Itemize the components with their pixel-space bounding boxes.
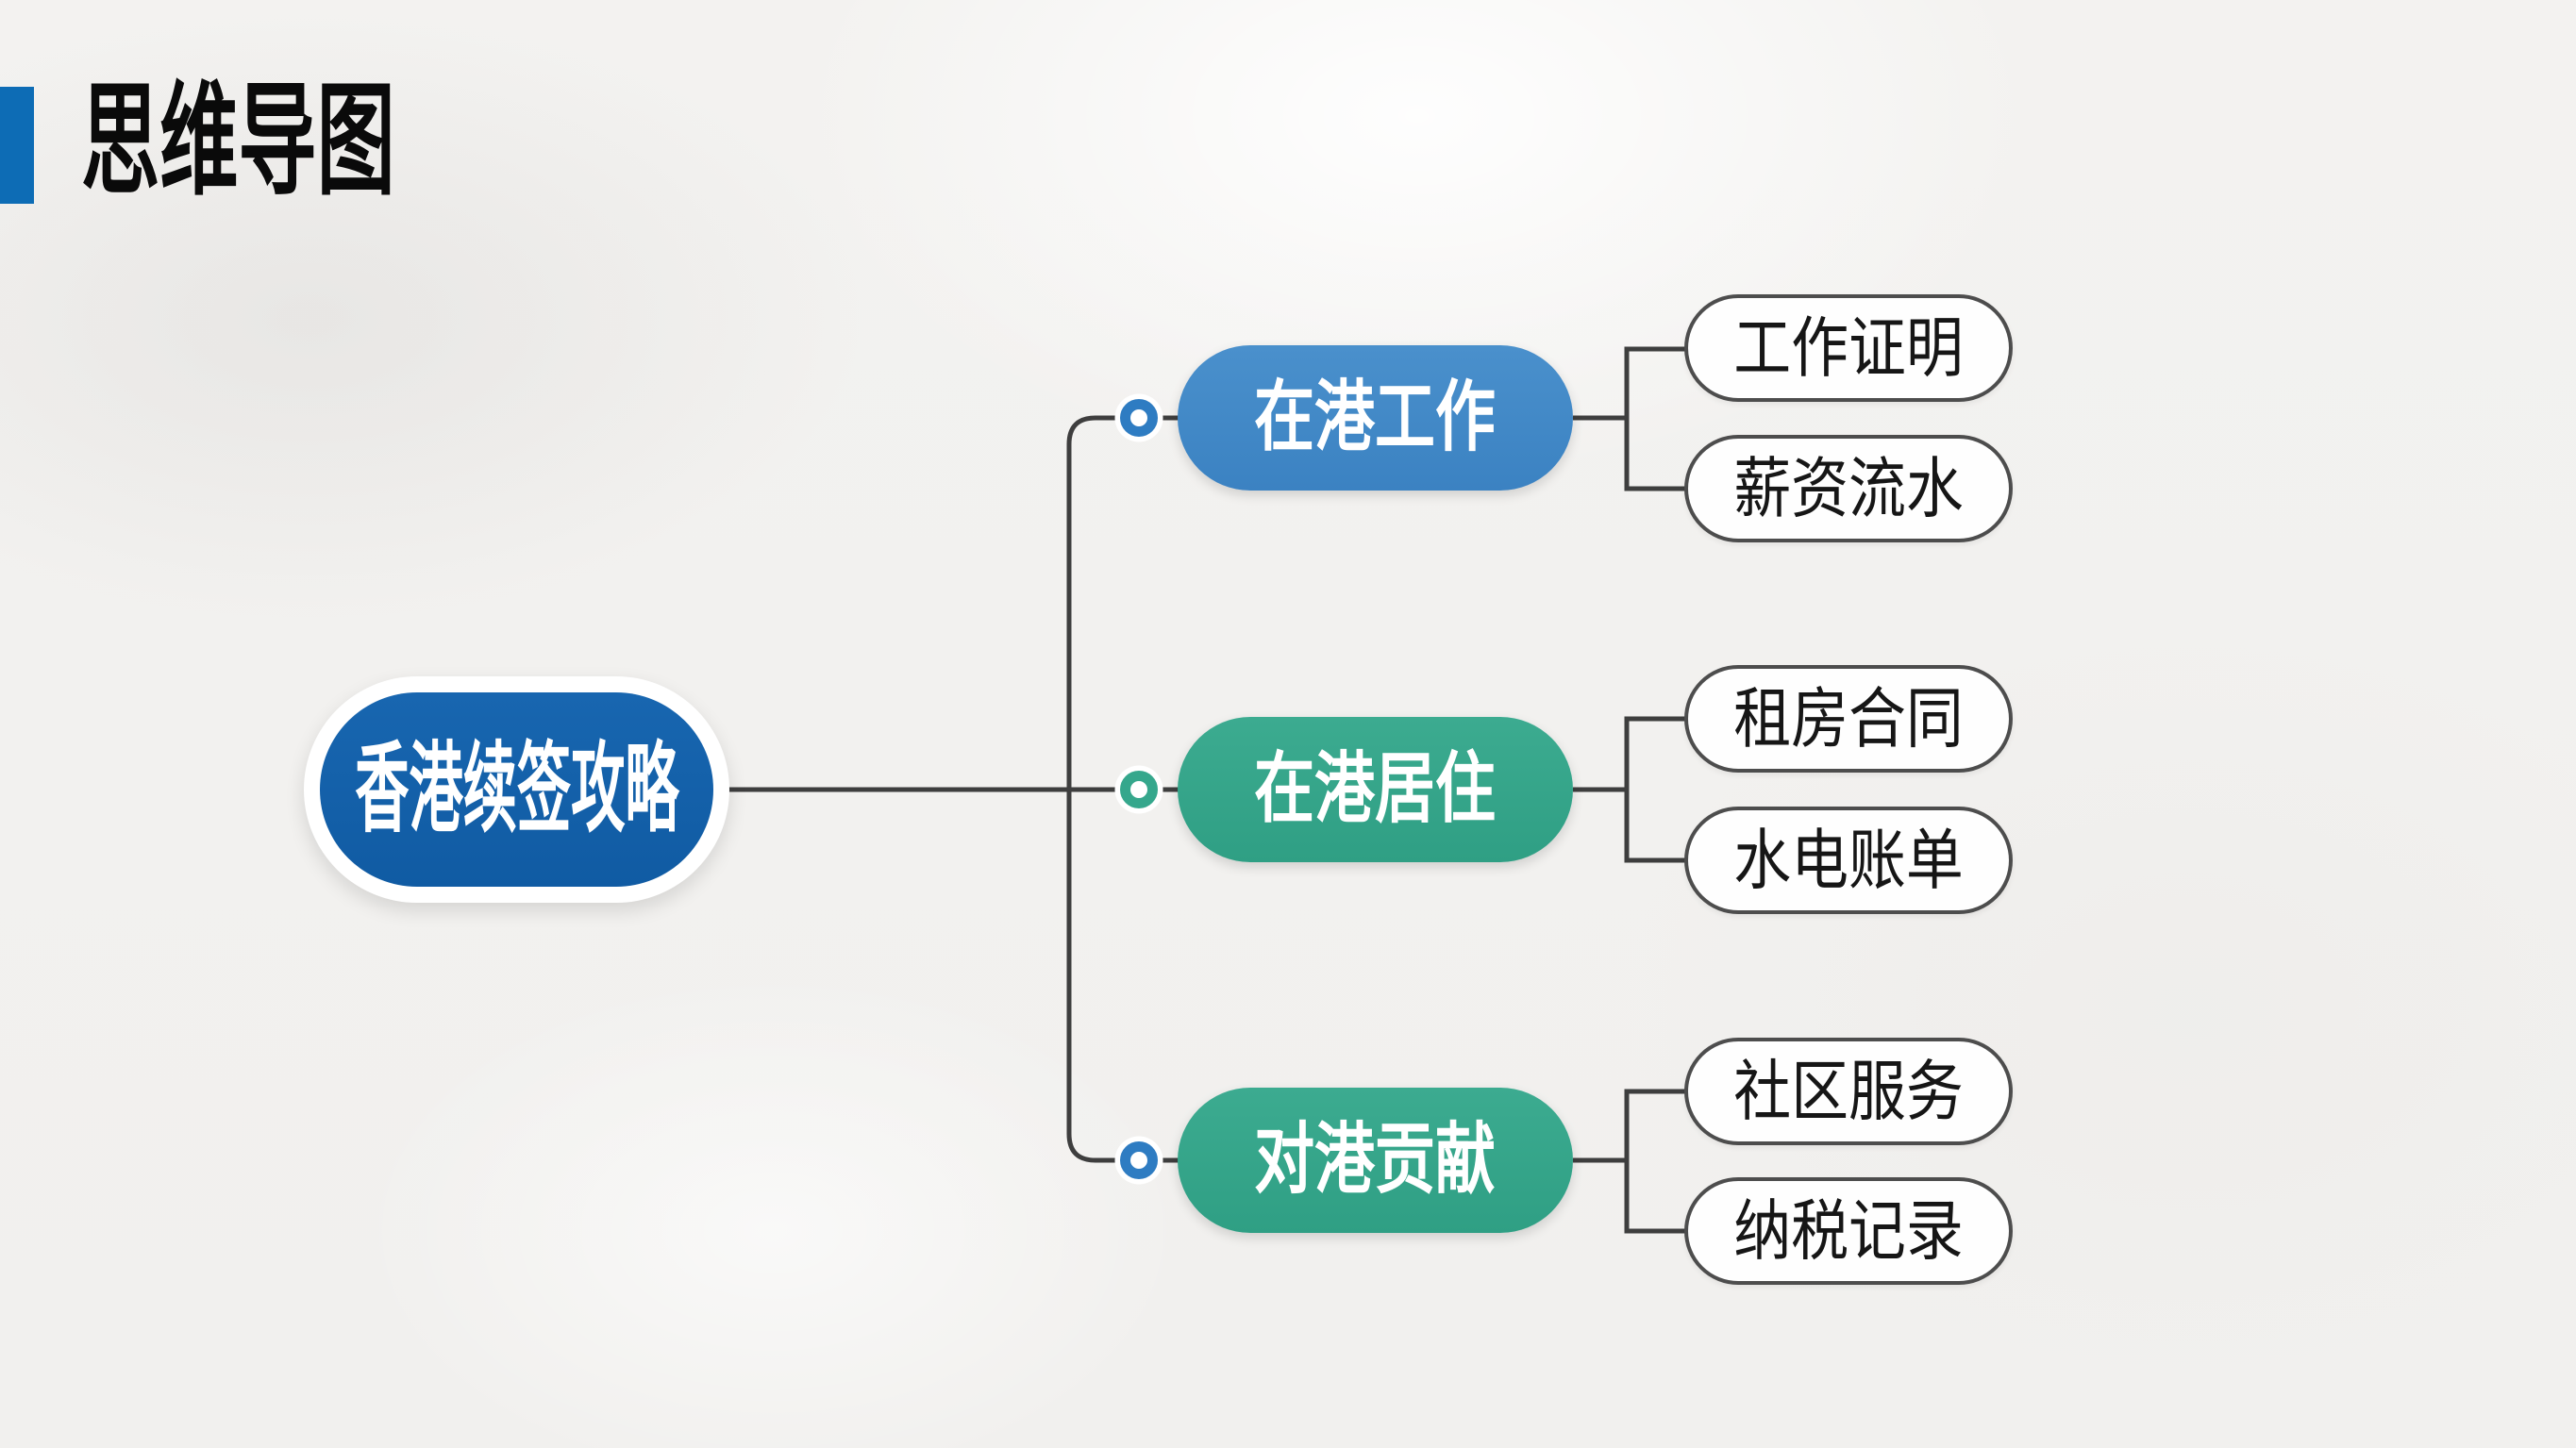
branch-node-contribution: 对港贡献 (1178, 1088, 1573, 1233)
branch-node-label: 对港贡献 (1254, 1117, 1497, 1203)
bullet-ring (1120, 1141, 1158, 1179)
leaf-node-label: 水电账单 (1733, 824, 1964, 897)
leaf-node-label: 薪资流水 (1733, 452, 1964, 525)
branch1-bracket-line (1573, 346, 1686, 491)
title-accent-bar (0, 87, 34, 204)
bullet-ring (1120, 399, 1158, 437)
leaf-node-salary-records: 薪资流水 (1684, 435, 2013, 542)
branch3-bullet-icon (1114, 1136, 1163, 1185)
root-node-pill: 香港续签攻略 (320, 692, 713, 887)
connector-paths (727, 346, 1686, 1234)
trunk-line (1066, 415, 1179, 1163)
branch1-bullet-icon (1114, 393, 1163, 442)
leaf-node-label: 租房合同 (1733, 682, 1964, 756)
bullet-ring (1120, 771, 1158, 808)
page-title-text: 思维导图 (81, 72, 395, 209)
branch2-bracket-line (1573, 716, 1686, 863)
leaf-node-label: 社区服务 (1733, 1055, 1964, 1128)
root-node-label: 香港续签攻略 (354, 735, 679, 844)
branch-node-label: 在港居住 (1254, 746, 1497, 832)
branch-node-label: 在港工作 (1254, 374, 1497, 460)
branch2-bullet-icon (1114, 765, 1163, 814)
leaf-node-rental-contract: 租房合同 (1684, 665, 2013, 773)
leaf-node-label: 纳税记录 (1733, 1194, 1964, 1268)
leaf-node-utility-bills: 水电账单 (1684, 807, 2013, 914)
root-node: 香港续签攻略 (304, 676, 729, 903)
leaf-node-work-certificate: 工作证明 (1684, 294, 2013, 402)
leaf-node-tax-records: 纳税记录 (1684, 1177, 2013, 1285)
branch-node-work: 在港工作 (1178, 345, 1573, 491)
page-title: 思维导图 (81, 79, 572, 202)
branch3-bracket-line (1573, 1089, 1686, 1234)
leaf-node-community-service: 社区服务 (1684, 1038, 2013, 1145)
leaf-node-label: 工作证明 (1733, 311, 1964, 385)
branch-node-residence: 在港居住 (1178, 717, 1573, 862)
